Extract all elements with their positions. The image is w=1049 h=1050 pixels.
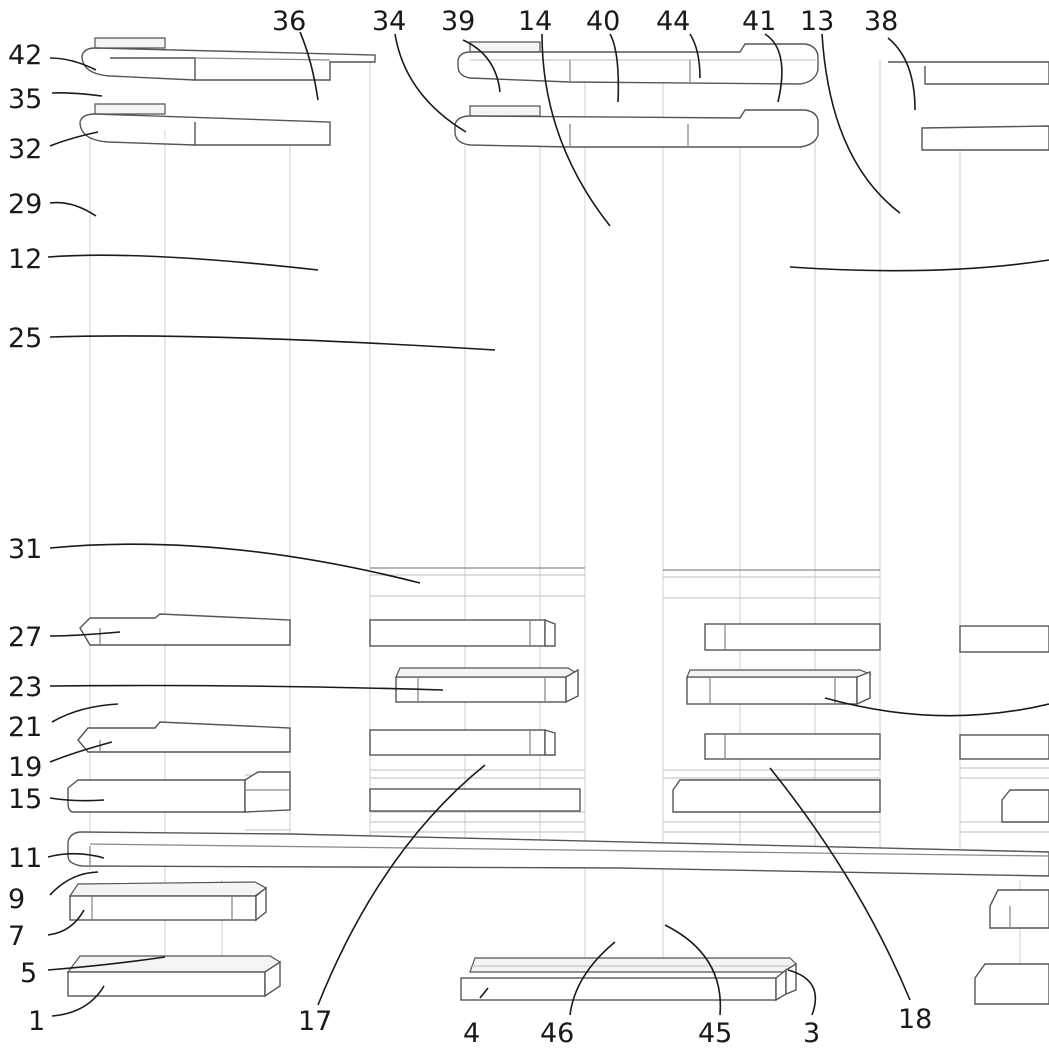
bar-7: [68, 881, 1049, 929]
ref-19: 19: [8, 752, 42, 783]
ref-44: 44: [656, 6, 690, 37]
ref-34: 34: [372, 6, 406, 37]
ref-32: 32: [8, 134, 42, 165]
ref-36: 36: [272, 6, 306, 37]
ref-3: 3: [803, 1018, 820, 1049]
bar-row-19: [77, 721, 1049, 760]
ref-11: 11: [8, 843, 42, 874]
bar-row-15: [67, 771, 1049, 823]
ref-27: 27: [8, 622, 42, 653]
ref-21: 21: [8, 712, 42, 743]
ref-17: 17: [298, 1006, 332, 1037]
ref-25: 25: [8, 323, 42, 354]
top-left-lower-bar: [79, 103, 331, 146]
ref-23: 23: [8, 672, 42, 703]
ref-41: 41: [742, 6, 776, 37]
ref-31: 31: [8, 534, 42, 565]
bar-4: [460, 957, 797, 1002]
ref-42: 42: [8, 40, 42, 71]
ref-35: 35: [8, 84, 42, 115]
top-middle-lower-bar: [454, 105, 819, 148]
ref-18: 18: [898, 1004, 932, 1035]
top-middle-upper-bar: [457, 41, 819, 85]
ref-38: 38: [864, 6, 898, 37]
ref-45: 45: [698, 1018, 732, 1049]
ref-46: 46: [540, 1018, 574, 1049]
ref-14: 14: [518, 6, 552, 37]
bar-row-27: [79, 613, 1049, 653]
ref-15: 15: [8, 784, 42, 815]
top-right-bars: [888, 61, 1049, 151]
top-left-upper-bar: [81, 37, 376, 81]
ref-9: 9: [8, 884, 25, 915]
ref-13: 13: [800, 6, 834, 37]
leader-lines: [47, 31, 1049, 1017]
column-guide-lines: [89, 60, 1021, 975]
ref-1: 1: [28, 1006, 45, 1037]
ref-4: 4: [463, 1018, 480, 1049]
ref-40: 40: [586, 6, 620, 37]
reference-numerals: 42 35 32 29 12 25 31 27 23 21 19 15 11 9…: [8, 6, 932, 1049]
stack-lines-15: [245, 767, 1049, 833]
ref-39: 39: [441, 6, 475, 37]
ref-7: 7: [8, 921, 25, 952]
base-plate-11: [67, 831, 1049, 877]
ref-5: 5: [20, 958, 37, 989]
bar-row-23: [395, 667, 873, 706]
ref-29: 29: [8, 189, 42, 220]
ref-12: 12: [8, 244, 42, 275]
shelf-lines-31: [370, 567, 880, 599]
